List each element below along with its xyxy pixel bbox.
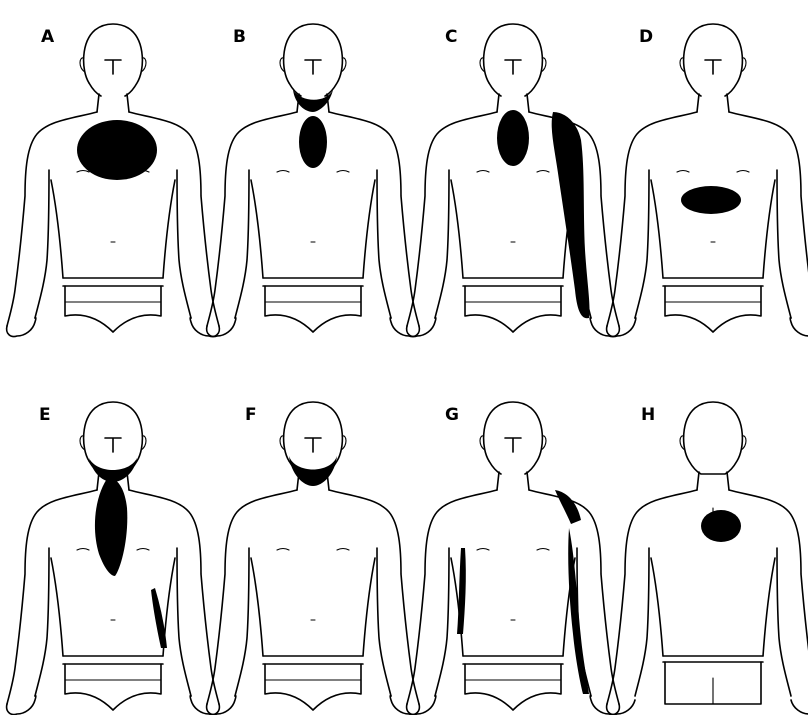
pain-region-left-arm bbox=[552, 112, 590, 318]
panel-g-letter: G bbox=[445, 405, 459, 425]
panel-f: F bbox=[207, 402, 420, 715]
panel-g: G bbox=[407, 402, 620, 715]
panel-b: B bbox=[207, 24, 420, 337]
pain-region-sternum bbox=[95, 476, 127, 576]
pain-region-left-shoulder bbox=[555, 490, 581, 524]
panel-f-letter: F bbox=[245, 405, 257, 425]
pain-region-interscapular bbox=[701, 510, 741, 542]
panel-e-letter: E bbox=[39, 405, 51, 425]
panel-h-letter: H bbox=[641, 405, 655, 425]
pain-region-sternum bbox=[497, 110, 529, 166]
panel-a-letter: A bbox=[41, 27, 55, 47]
panel-d-letter: D bbox=[639, 27, 653, 47]
panel-h: H bbox=[607, 402, 808, 715]
panel-c: C bbox=[407, 24, 620, 337]
panel-b-letter: B bbox=[233, 27, 246, 47]
pain-region-right-inner-arm bbox=[457, 548, 466, 634]
panel-a: A bbox=[7, 24, 220, 337]
pain-region-right-inner-arm bbox=[151, 588, 167, 648]
pain-region-chest bbox=[77, 120, 157, 180]
pain-region-jaw-neck bbox=[289, 456, 337, 486]
pain-region-epigastrium bbox=[681, 186, 741, 214]
panel-d: D bbox=[607, 24, 808, 337]
pain-region-left-arm bbox=[568, 528, 589, 694]
panel-c-letter: C bbox=[445, 27, 457, 47]
pain-region-sternum bbox=[299, 116, 327, 168]
panel-e: E bbox=[7, 402, 220, 715]
